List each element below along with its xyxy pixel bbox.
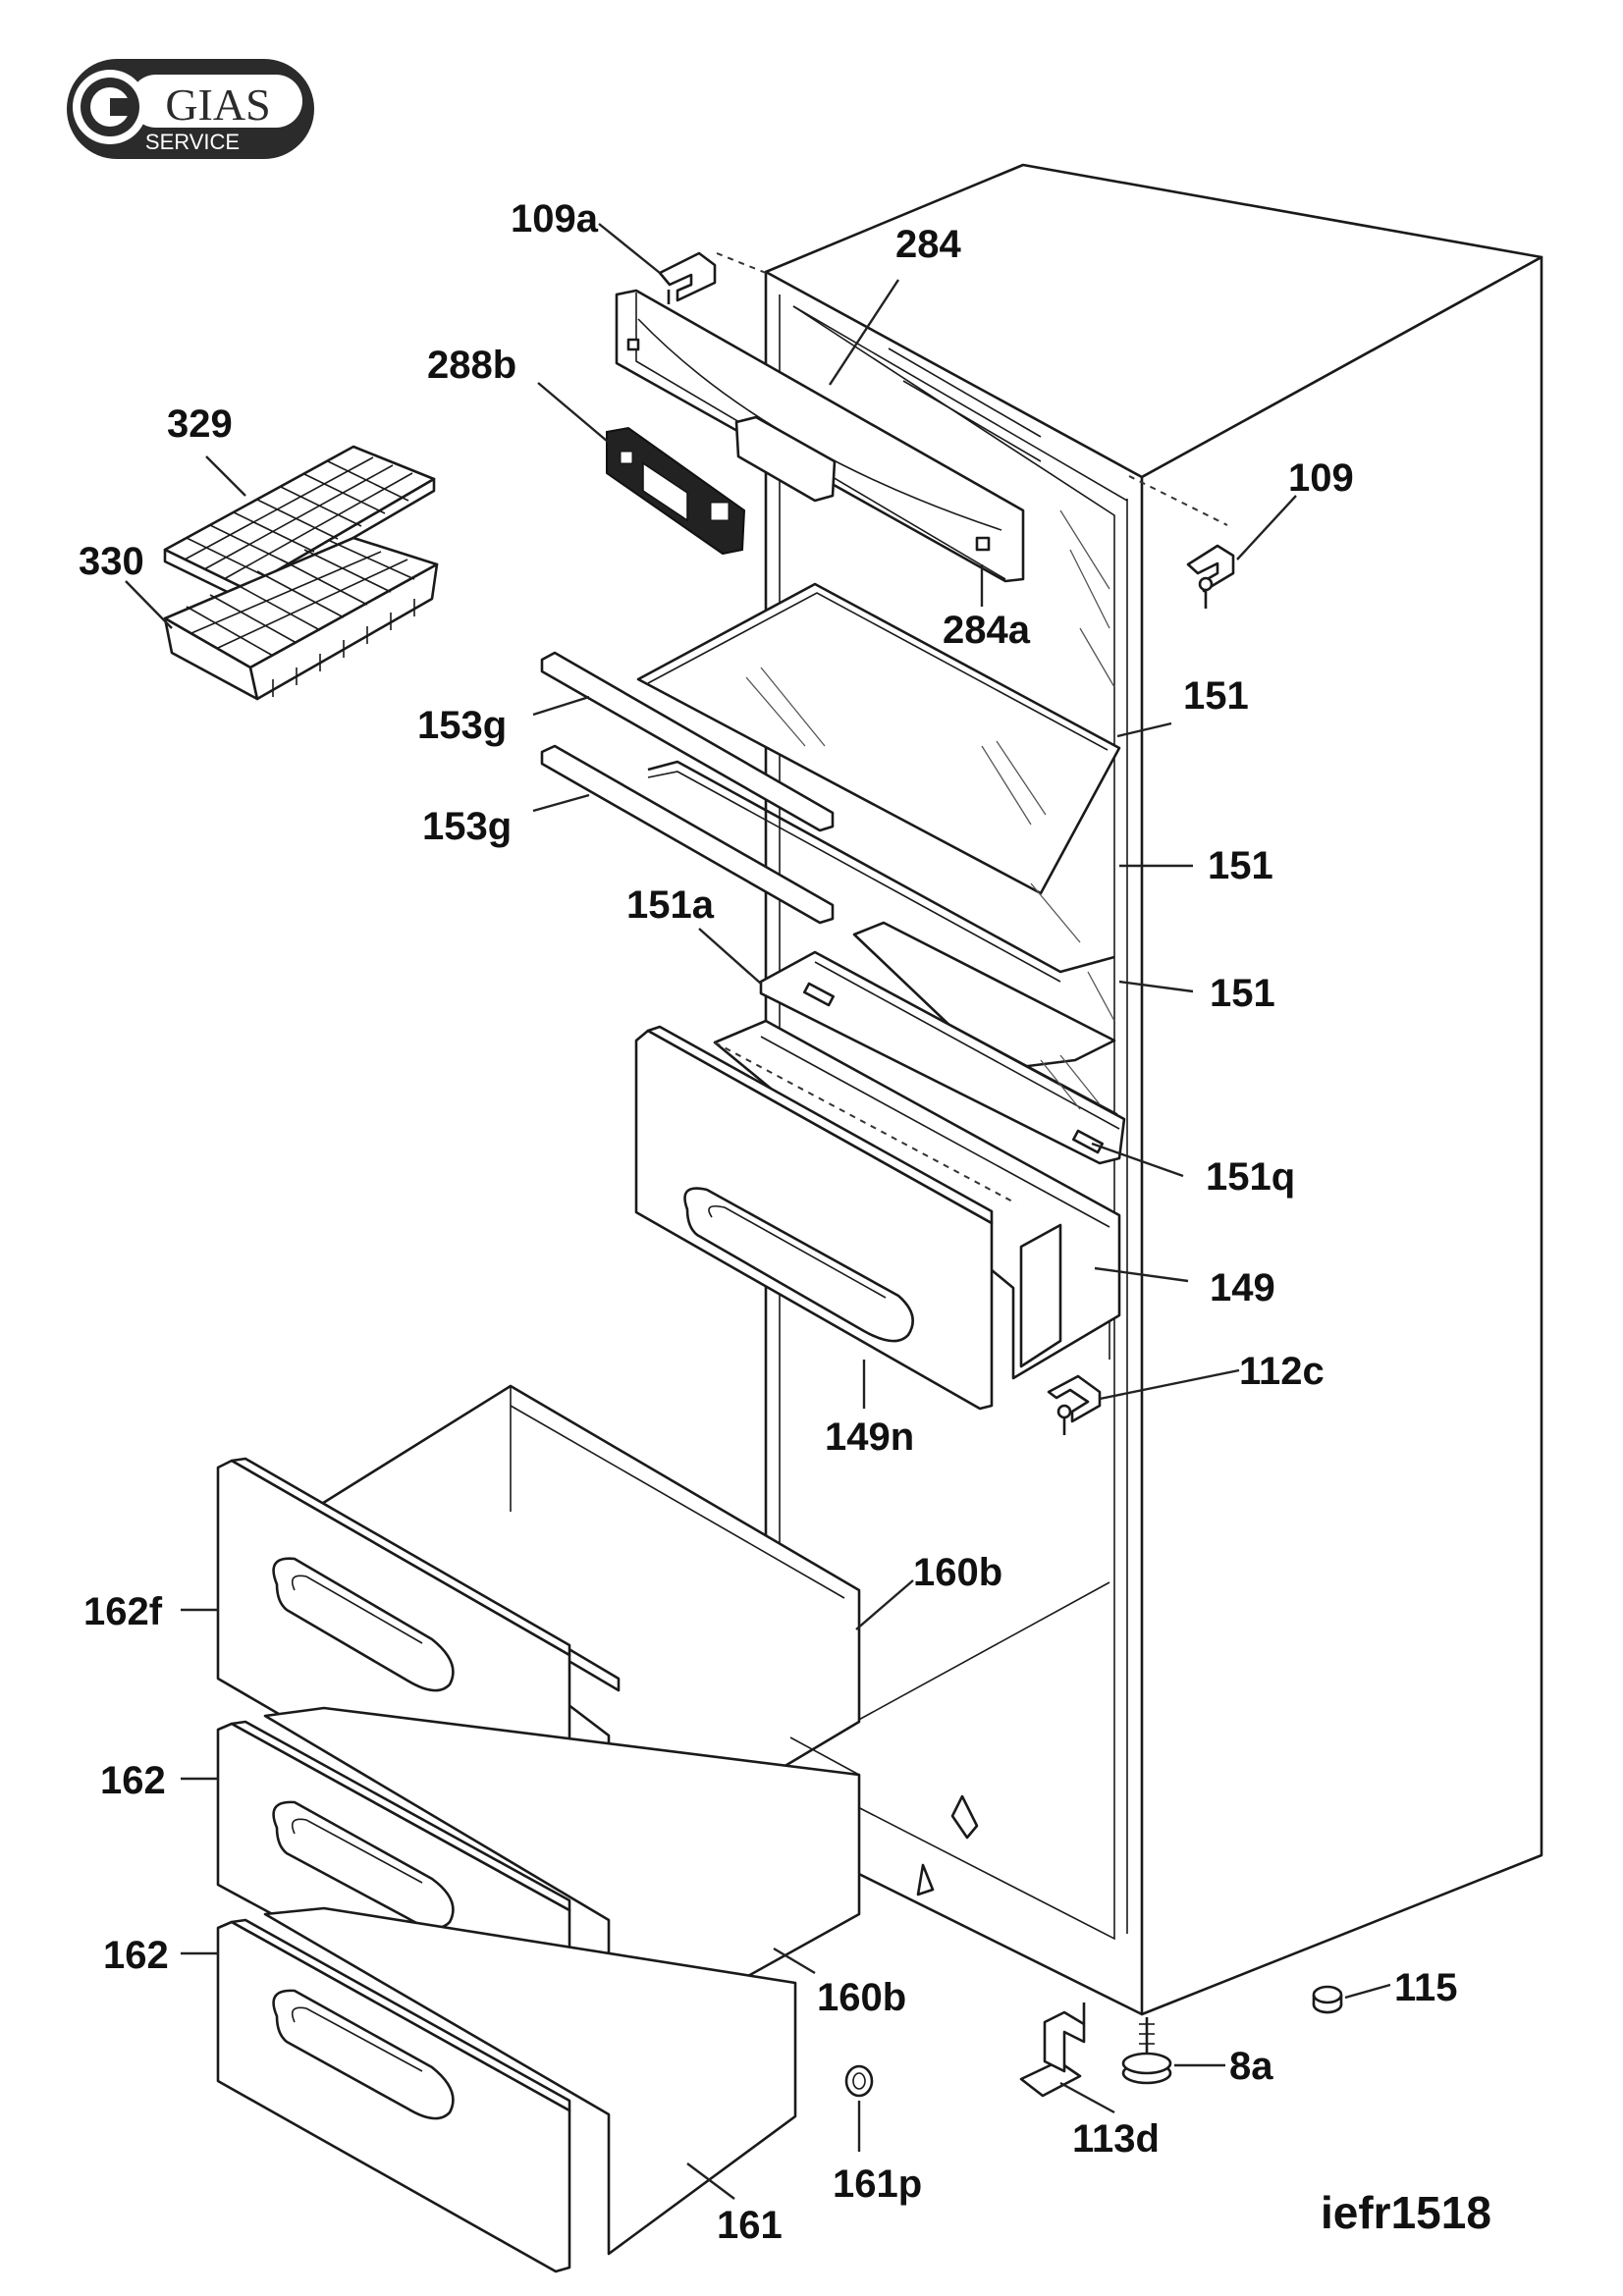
label-161: 161	[717, 2204, 783, 2247]
middle-hinge-112c	[1047, 1374, 1102, 1435]
gias-service-logo: GIAS SERVICE	[67, 59, 314, 159]
label-151-top: 151	[1183, 674, 1249, 718]
label-284: 284	[895, 223, 961, 266]
label-160b-upper: 160b	[913, 1551, 1002, 1594]
trim-strip-153g-lower	[540, 744, 835, 925]
freezer-drawer-149	[634, 1019, 1121, 1411]
label-160b-lower: 160b	[817, 1976, 906, 2019]
label-112c: 112c	[1239, 1350, 1325, 1393]
glass-shelf-upper	[636, 582, 1121, 895]
fridge-cabinet	[716, 163, 1543, 2016]
display-unit-288b	[606, 426, 746, 556]
label-115: 115	[1394, 1966, 1458, 2009]
spacer-161p	[844, 2064, 874, 2098]
logo-sub: SERVICE	[145, 130, 240, 154]
label-149n: 149n	[825, 1415, 914, 1459]
label-8a: 8a	[1229, 2045, 1273, 2088]
label-151q: 151q	[1206, 1155, 1295, 1199]
logo-brand: GIAS	[165, 80, 270, 130]
label-162-upper: 162	[100, 1759, 166, 1802]
label-284a: 284a	[943, 609, 1031, 652]
label-288b: 288b	[427, 344, 516, 387]
shelf-frame-151a	[759, 950, 1126, 1165]
label-153g-upper: 153g	[417, 704, 507, 747]
label-149: 149	[1210, 1266, 1275, 1309]
cap-115	[1312, 1985, 1343, 2014]
control-panel-284	[615, 289, 1025, 583]
adjustable-foot-8a	[1121, 2017, 1172, 2085]
label-113d: 113d	[1072, 2117, 1160, 2161]
label-151a: 151a	[626, 883, 715, 927]
label-162-lower: 162	[103, 1934, 169, 1977]
trim-strip-153g-upper	[540, 651, 835, 832]
top-hinge-109	[1186, 544, 1235, 609]
top-hinge-109a	[658, 251, 717, 304]
diagram-code: iefr1518	[1321, 2187, 1491, 2238]
label-109a: 109a	[511, 197, 599, 240]
label-161p: 161p	[833, 2163, 922, 2206]
glass-shelf-middle	[647, 760, 1115, 983]
label-329: 329	[167, 402, 233, 446]
label-109: 109	[1288, 456, 1354, 500]
label-162f: 162f	[83, 1590, 163, 1633]
label-151-low: 151	[1210, 972, 1275, 1015]
part-labels: 109a 284 288b 329 330 109 284a 151 153g …	[79, 197, 1458, 2247]
label-330: 330	[79, 540, 144, 583]
freezer-drawer-162-lower	[216, 1906, 797, 2273]
label-153g-lower: 153g	[422, 805, 512, 848]
bottom-hinge-113d	[1019, 2002, 1086, 2098]
leader-lines	[125, 223, 1391, 2200]
label-151-mid: 151	[1208, 844, 1273, 887]
ice-tray-330	[163, 536, 439, 701]
